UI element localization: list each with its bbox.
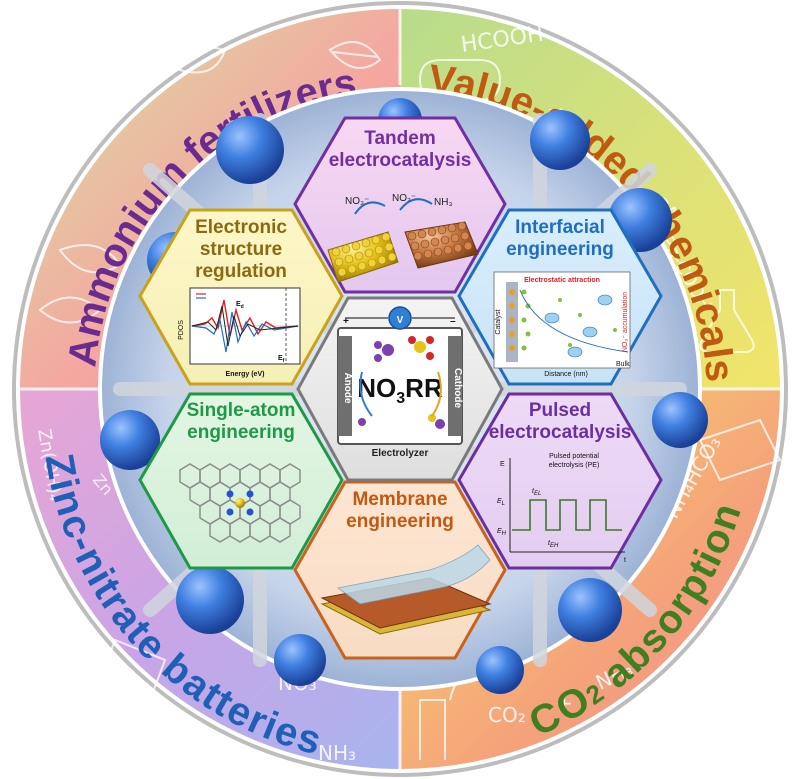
tandem-no2-label: NO₂⁻ <box>392 193 416 204</box>
pulsed-tel-label: tEL <box>532 488 541 497</box>
tandem-nh3-label: NH₃ <box>434 197 453 208</box>
pulsed-teh-label: tEH <box>548 540 559 549</box>
nitrate-ions <box>544 294 613 358</box>
interface-bulk-label: Bulk <box>616 361 630 368</box>
electronic-title-line1: Electronic <box>195 217 287 238</box>
pulsed-eh-label: EH <box>497 528 507 537</box>
hex-pulsed-electrocatalysis: Pulsed electrocatalysis Pulsed potential… <box>457 392 663 570</box>
pulsed-title-line2: electrocatalysis <box>489 422 632 443</box>
electronic-title-line3: regulation <box>195 261 287 282</box>
pdos-curve-red <box>191 299 299 337</box>
ring-decoration-sketches <box>38 41 782 760</box>
pdos-ed-label: Ed <box>236 301 244 310</box>
interface-potential-curve <box>519 289 629 353</box>
hex-center-electrolyzer: Anode Cathode + – V NO3RR Electrolyzer <box>296 296 504 482</box>
tandem-gold-catalyst <box>327 231 399 283</box>
tandem-no3-label: NO₃⁻ <box>345 196 369 207</box>
pulsed-waveform <box>512 499 622 531</box>
bag-icon <box>698 418 782 482</box>
cathode-minus-label: – <box>450 316 456 327</box>
interface-accumulation-label: NO₃⁻ accumulation <box>622 292 629 352</box>
pdos-curve-black <box>191 305 299 347</box>
membrane-title-line1: Membrane <box>352 489 447 510</box>
co2-label: CO₂ <box>488 703 526 727</box>
nh3-left-label: NH₃ <box>318 741 356 765</box>
leaf-icon <box>58 244 122 274</box>
anode-plus-label: + <box>343 316 349 327</box>
electronic-title-line2: structure <box>200 239 282 260</box>
hex-tandem-electrocatalysis: Tandem electrocatalysis NO₃⁻ NO₂⁻ NH₃ <box>293 116 507 294</box>
electrolyzer-label: Electrolyzer <box>372 448 429 459</box>
tandem-arrow-2 <box>399 198 433 211</box>
pdos-axis-label: PDOS <box>178 320 185 340</box>
interface-attraction-label: Electrostatic attraction <box>524 277 600 284</box>
interfacial-title-line1: Interfacial <box>515 217 605 238</box>
hex-single-atom-engineering: Single-atom engineering <box>138 392 344 570</box>
interface-catalyst-label: Catalyst <box>495 309 502 334</box>
cycle-arrow-left <box>359 371 373 417</box>
tandem-title-line1: Tandem <box>364 128 435 149</box>
hex-electronic-structure-regulation: Electronic structure regulation PDOS Ene… <box>138 208 344 386</box>
interface-distance-label: Distance (nm) <box>544 371 588 378</box>
graphene-lattice <box>179 463 301 543</box>
nitrogen-atoms <box>226 490 254 516</box>
voltmeter-icon <box>388 306 412 330</box>
anode-electrode <box>338 336 352 436</box>
single-metal-atom <box>235 498 245 508</box>
tandem-arrow-1 <box>354 201 386 215</box>
membrane-title-line2: engineering <box>346 511 454 532</box>
single-atom-title-line1: Single-atom <box>187 400 296 421</box>
anode-label: Anode <box>342 372 353 404</box>
pulsed-el-label: EL <box>497 498 505 507</box>
cycle-arrow-right <box>431 371 442 417</box>
cathode-label: Cathode <box>452 368 463 408</box>
no3rr-title: NO3RR <box>357 373 443 407</box>
tandem-copper-catalyst <box>404 221 479 269</box>
pulsed-legend-line2: electrolysis (PE) <box>549 462 600 469</box>
plus-label: + <box>556 691 573 715</box>
pulsed-e-axis-label: E <box>500 461 505 468</box>
battery-icon <box>98 638 167 702</box>
leaf-icon <box>38 296 102 324</box>
pdos-ef-label: Ef <box>278 355 285 364</box>
pdos-curve-blue <box>191 311 299 353</box>
membrane-peeling-sheet <box>337 544 491 605</box>
cathode-electrode <box>448 336 462 436</box>
adsorbed-cations <box>509 289 515 351</box>
pdos-energy-axis-label: Energy (eV) <box>226 371 265 378</box>
hex-interfacial-engineering: Interfacial engineering Electrostatic at… <box>457 208 663 386</box>
interfacial-title-line2: engineering <box>506 239 614 260</box>
single-atom-title-line2: engineering <box>187 422 295 443</box>
hex-membrane-engineering: Membrane engineering <box>293 480 507 660</box>
leaf-icon <box>178 46 227 74</box>
flask-icon <box>699 289 755 353</box>
voltmeter-label: V <box>397 315 404 326</box>
tandem-title-line2: electrocatalysis <box>329 150 472 171</box>
pulsed-t-axis-label: t <box>624 557 626 564</box>
nitrate-molecule-icons <box>358 336 445 429</box>
leaf-icon <box>328 41 382 69</box>
pulsed-title-line1: Pulsed <box>529 400 591 421</box>
pulsed-legend-line1: Pulsed potential <box>549 453 599 460</box>
